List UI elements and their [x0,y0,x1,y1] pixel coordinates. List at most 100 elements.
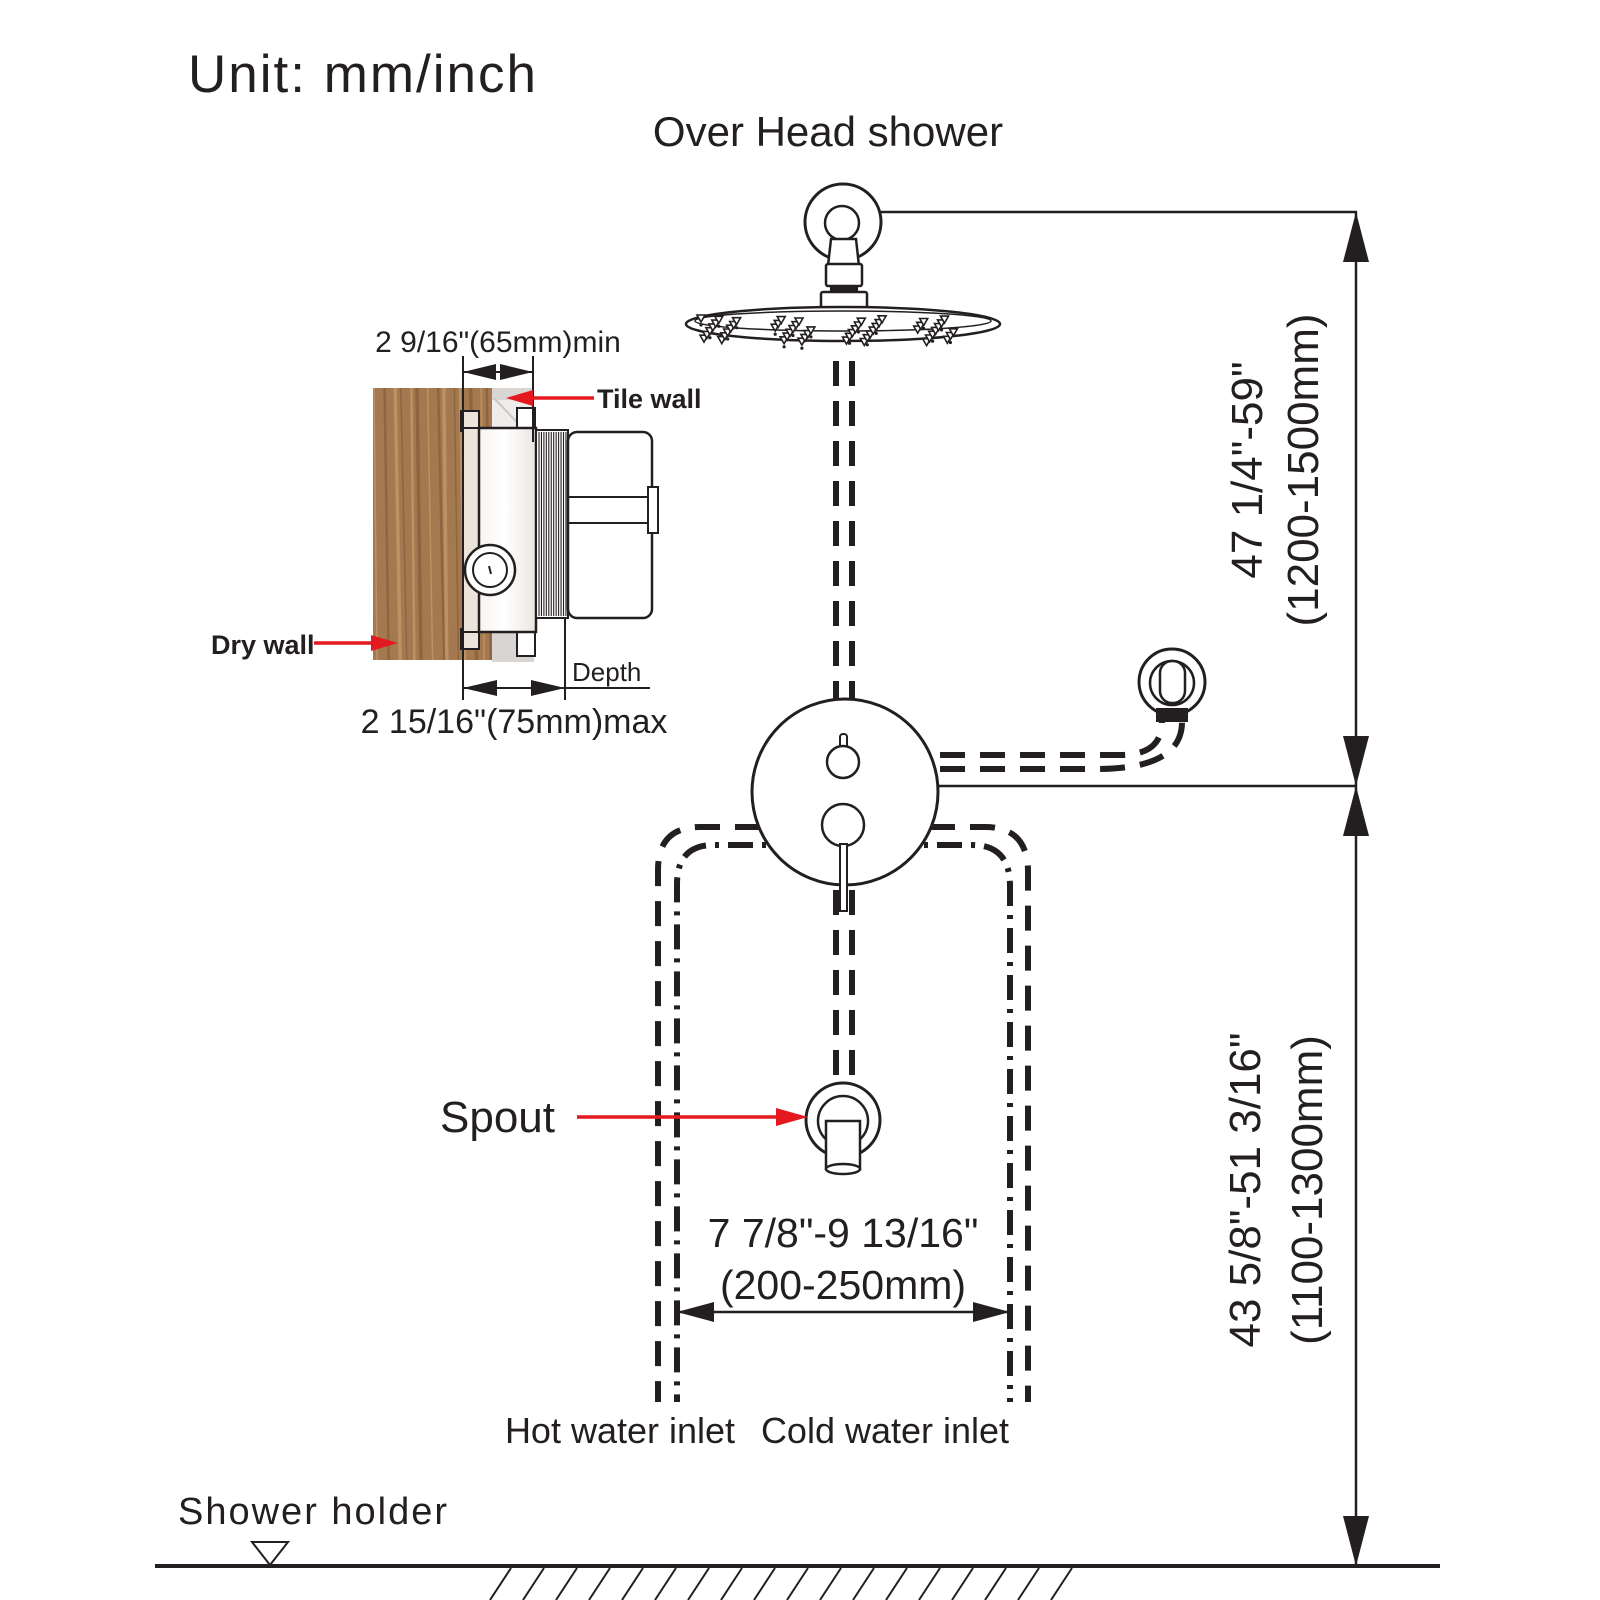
hatch-line [687,1567,710,1600]
wood-grain-line [383,388,390,660]
shower-nozzles [695,314,959,350]
tile-wall-callout: Tile wall [506,384,702,414]
shower-arm [826,237,861,268]
nozzle-dot [708,336,712,340]
wood-grain-line [400,388,408,660]
hatch-line [819,1567,842,1600]
dim-text-75mm: 2 15/16"(75mm)max [361,703,668,741]
spout-drop-pipe [833,850,855,1092]
nozzle-dot [800,346,804,350]
wood-grain-line [415,388,423,660]
upper-height-inches: 47 1/4"-59" [1223,361,1272,578]
nozzle-dot [809,335,813,339]
floor-hatching [489,1567,1073,1600]
overhead-shower-label: Over Head shower [653,108,1003,155]
nozzle-dot [865,343,869,347]
hatch-line [1017,1567,1040,1600]
nozzle [918,317,930,328]
hatch-line [918,1567,941,1600]
hatch-line [786,1567,809,1600]
arrowhead-down [1343,1516,1369,1566]
nozzle [939,315,950,325]
lower-height-mm: (1100-1300mm) [1283,1035,1332,1345]
hand-shower-outlet [1137,647,1207,722]
cold-water-inlet-label: Cold water inlet [761,1410,1009,1451]
mixer-knob [820,802,866,848]
wood-grain-line [410,388,416,660]
wood-grain-line [442,388,449,660]
inlet-span-inches: 7 7/8"-9 13/16" [708,1210,979,1256]
spout-label: Spout [440,1093,555,1142]
cold-water-pipe [890,824,1031,1402]
holder-connector [1156,708,1188,722]
wood-grain-line [393,388,402,660]
wood-grain-line [373,388,378,660]
depth-label: Depth [572,657,641,687]
nozzle-dot [939,328,944,332]
spout-callout: Spout [440,1093,808,1142]
hatch-line [885,1567,908,1600]
thread-hatching [538,432,567,616]
hot-water-pipe [655,824,800,1402]
nozzle [793,317,805,327]
hatch-line [489,1567,512,1600]
nozzle-dot [922,326,926,331]
arrowhead-right [500,364,533,380]
nozzle-dot [931,339,935,343]
hot-water-inlet-label: Hot water inlet [505,1410,735,1451]
dry-wall-label: Dry wall [211,630,315,660]
pipe-line-dashdot [674,842,800,1402]
red-arrowhead [371,635,398,651]
hand-shower-supply-pipe [900,721,1185,772]
nozzle-dot [699,323,703,327]
dry-wall-callout: Dry wall [211,630,398,660]
pipe-line [655,824,800,1402]
hatch-line [588,1567,611,1600]
arrowhead-left [463,364,496,380]
nozzle-dot [773,332,777,336]
wood-grain-line [436,388,446,660]
hatch-line [1050,1567,1073,1600]
dim-text-65mm: 2 9/16"(65mm)min [375,326,621,359]
hatch-line [720,1567,743,1600]
hatch-line [753,1567,776,1600]
valve-body-side-view [460,407,659,657]
hatch-line [555,1567,578,1600]
nozzle [948,328,959,338]
shower-arm-gasket [830,286,858,293]
spout-tube [824,1119,862,1171]
shower-arm-flange-inner [823,204,861,242]
unit-title: Unit: mm/inch [188,45,538,104]
nozzle-dot [717,324,721,328]
nozzle-dot [726,337,730,341]
nozzle-dot [847,341,852,345]
mount-tab [516,629,536,657]
shower-riser-pipe [833,361,855,720]
valve-port-tick [488,565,492,575]
shower-holder-label: Shower holder [178,1491,449,1533]
rear-cylinder [566,430,654,620]
inlet-span-dimension: 7 7/8"-9 13/16" (200-250mm) [677,1210,1010,1322]
valve-housing [477,426,538,634]
lower-height-inches: 43 5/8"-51 3/16" [1221,1032,1270,1347]
nozzle-dot [735,326,739,330]
overhead-shower [684,182,1002,350]
arrowhead-right [531,680,565,696]
hatch-line [621,1567,644,1600]
arrowhead-left [463,680,497,696]
level-marker-triangle [249,1541,291,1567]
cylinder-notch [647,486,659,534]
spout-fixture [804,1081,882,1176]
mixer-handle-lever [839,843,848,912]
pipe-line-dashdot [890,842,1013,1402]
hatch-line [522,1567,545,1600]
nozzle [713,315,725,325]
wood-grain-line [453,388,460,660]
arrowhead-right [973,1302,1010,1322]
bracket-plate [462,427,480,633]
upper-height-mm: (1200-1500mm) [1279,313,1328,626]
pipe-line [900,721,1165,758]
arrowhead-down [1343,736,1369,786]
